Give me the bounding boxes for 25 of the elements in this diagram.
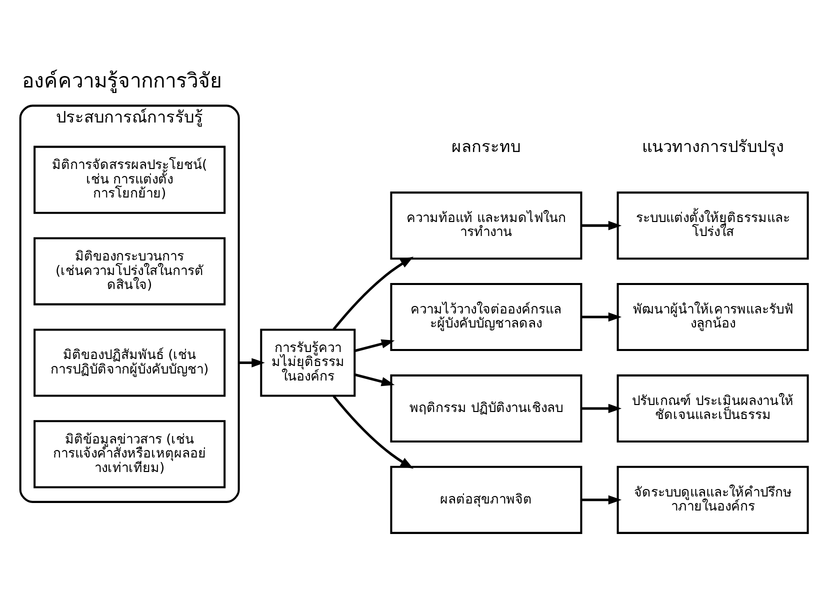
- node-box: พฤติกรรม ปฏิบัติงานเชิงลบ: [390, 374, 582, 442]
- label: แนวทางการปรับปรุง: [642, 136, 784, 156]
- arrow: [332, 256, 414, 330]
- arrow: [354, 372, 395, 386]
- node-box: พัฒนาผู้นำให้เคารพและรับฟังลูกน้อง: [616, 282, 809, 351]
- node-box: มิติการจัดสรรผลประโยชน์(เช่น การแต่งตั้ง การโยกย้าย): [34, 145, 226, 214]
- node-box: การรับรู้ความไม่ยุติธรรมในองค์กร: [260, 328, 356, 396]
- diagram-title: องค์ความรู้จากการวิจัย: [22, 68, 222, 92]
- arrow: [354, 338, 395, 352]
- node-box: มิติของกระบวนการ (เช่นความโปร่งใสในการตัดสินใจ): [34, 236, 226, 305]
- node-box: มิติของปฏิสัมพันธ์ (เช่น การปฏิบัติจากผู้บังคับบัญชา): [34, 328, 226, 396]
- arrow: [332, 394, 414, 468]
- node-box: ระบบแต่งตั้งให้ยุติธรรมและโปร่งใส: [616, 191, 809, 260]
- arrow: [581, 312, 622, 322]
- arrow: [581, 220, 622, 230]
- arrow: [238, 358, 265, 367]
- arrow: [581, 494, 622, 504]
- node-box: ความท้อแท้ และหมดไฟในการทำงาน: [390, 191, 582, 260]
- node-box: จัดระบบดูแลและให้คำปรึกษาภายในองค์กร: [616, 465, 809, 534]
- node-box: ปรับเกณฑ์ ประเมินผลงานให้ชัดเจนและเป็นธรรม: [616, 374, 809, 442]
- node-box: ความไว้วางใจต่อองค์กรและผู้บังคับบัญชาลดลง: [390, 282, 582, 351]
- node-box: มิติข้อมูลข่าวสาร (เช่น การแจ้งคำสั่งหรือเหตุผลอย่างเท่าเทียม): [34, 420, 226, 488]
- arrow: [581, 403, 622, 413]
- node-box: ผลต่อสุขภาพจิต: [390, 465, 582, 534]
- label: ผลกระทบ: [452, 136, 521, 156]
